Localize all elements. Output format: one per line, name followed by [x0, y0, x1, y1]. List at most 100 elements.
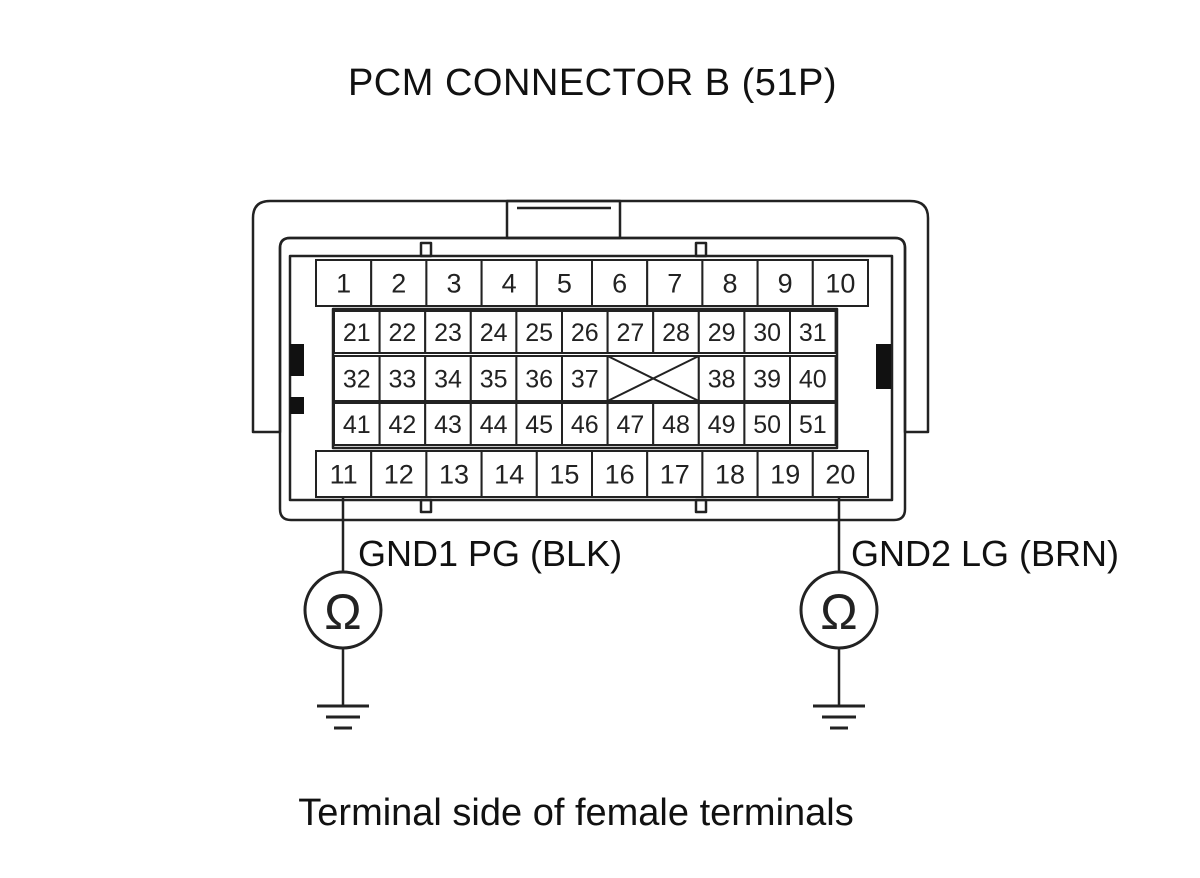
- ohm-symbol: Ω: [820, 584, 857, 640]
- pin-number-18: 18: [715, 460, 745, 490]
- pin-cell: [370, 450, 428, 498]
- pin-number-9: 9: [778, 269, 793, 299]
- pin-cell: [811, 450, 869, 498]
- pin-cell: [535, 259, 593, 307]
- pin-cell: [697, 310, 746, 354]
- pin-number-33: 33: [388, 366, 416, 394]
- pin-number-22: 22: [388, 319, 416, 347]
- pin-number-39: 39: [753, 366, 781, 394]
- pin-number-8: 8: [722, 269, 737, 299]
- pin-number-4: 4: [502, 269, 517, 299]
- pin-cell: [606, 402, 655, 446]
- pin-cell: [515, 355, 564, 402]
- connector-latch: [505, 199, 622, 240]
- pin-cell: [515, 402, 564, 446]
- pin-cell: [811, 259, 869, 307]
- pin-cell: [480, 450, 538, 498]
- pin-number-1: 1: [336, 269, 351, 299]
- ground-icon: [317, 704, 369, 730]
- pin-cell: [789, 310, 837, 354]
- pin-cell: [480, 259, 538, 307]
- pin-number-47: 47: [616, 411, 644, 439]
- pin-number-11: 11: [330, 460, 358, 490]
- pin-number-34: 34: [434, 366, 462, 394]
- pin-number-31: 31: [799, 319, 827, 347]
- pin-number-41: 41: [343, 411, 371, 439]
- left-lock-slot: [290, 397, 304, 414]
- pin-cell: [591, 259, 649, 307]
- pin-number-50: 50: [753, 411, 781, 439]
- diagram-title: PCM CONNECTOR B (51P): [347, 62, 838, 104]
- pin-number-10: 10: [825, 269, 855, 299]
- pin-number-40: 40: [799, 366, 827, 394]
- pin-cell: [469, 355, 518, 402]
- pin-cell: [697, 355, 746, 402]
- pin-number-27: 27: [616, 319, 644, 347]
- pin-number-36: 36: [525, 366, 553, 394]
- pin-number-48: 48: [662, 411, 690, 439]
- pin-number-28: 28: [662, 319, 690, 347]
- ground-icon: [813, 704, 865, 730]
- pin-number-24: 24: [480, 319, 508, 347]
- pin-number-26: 26: [571, 319, 599, 347]
- pin-cell: [701, 450, 759, 498]
- right-lock-tab: [876, 344, 891, 389]
- probe-circuit-1: Ω: [303, 497, 383, 730]
- gnd2-wire-label: GND2 LG (BRN): [851, 533, 1120, 574]
- pin-number-19: 19: [770, 460, 800, 490]
- pin-number-38: 38: [708, 366, 736, 394]
- pin-number-51: 51: [799, 411, 827, 439]
- pin-number-42: 42: [388, 411, 416, 439]
- pin-cell: [561, 402, 609, 446]
- pin-cell: [378, 402, 427, 446]
- pin-cell: [789, 402, 837, 446]
- diagram-caption: Terminal side of female terminals: [298, 792, 854, 834]
- pin-number-35: 35: [480, 366, 508, 394]
- pin-cell: [652, 310, 700, 354]
- pin-cell: [646, 259, 704, 307]
- pin-number-20: 20: [825, 460, 855, 490]
- pin-cell: [315, 259, 373, 307]
- pin-cell: [756, 450, 814, 498]
- pin-cell: [469, 310, 518, 354]
- pin-cell: [425, 259, 483, 307]
- pin-number-46: 46: [571, 411, 599, 439]
- pin-number-12: 12: [384, 460, 414, 490]
- pin-number-14: 14: [494, 460, 524, 490]
- gnd1-wire-label: GND1 PG (BLK): [358, 533, 623, 574]
- pin-number-30: 30: [753, 319, 781, 347]
- pin-cell: [378, 310, 427, 354]
- pin-number-44: 44: [480, 411, 508, 439]
- pin-number-5: 5: [557, 269, 572, 299]
- pin-number-17: 17: [660, 460, 690, 490]
- pin-cell: [789, 355, 837, 402]
- pin-number-2: 2: [391, 269, 406, 299]
- pin-cell: [333, 310, 381, 354]
- pin-number-7: 7: [667, 269, 682, 299]
- pin-number-13: 13: [439, 460, 469, 490]
- pin-cell: [701, 259, 759, 307]
- pin-number-23: 23: [434, 319, 462, 347]
- ohm-symbol: Ω: [324, 584, 361, 640]
- pin-cell: [378, 355, 427, 402]
- pin-number-21: 21: [343, 319, 371, 347]
- pin-number-45: 45: [525, 411, 553, 439]
- pin-cell: [561, 355, 609, 402]
- pin-number-29: 29: [708, 319, 736, 347]
- pin-number-3: 3: [446, 269, 461, 299]
- pin-number-15: 15: [549, 460, 579, 490]
- pin-cell: [606, 310, 655, 354]
- probe-circuit-2: Ω: [799, 497, 879, 730]
- pin-cell: [424, 402, 472, 446]
- pin-number-49: 49: [708, 411, 736, 439]
- pin-number-25: 25: [525, 319, 553, 347]
- pin-cell: [652, 402, 700, 446]
- pin-number-6: 6: [612, 269, 627, 299]
- pin-cell: [743, 355, 792, 402]
- pin-cell: [515, 310, 564, 354]
- pin-number-37: 37: [571, 366, 599, 394]
